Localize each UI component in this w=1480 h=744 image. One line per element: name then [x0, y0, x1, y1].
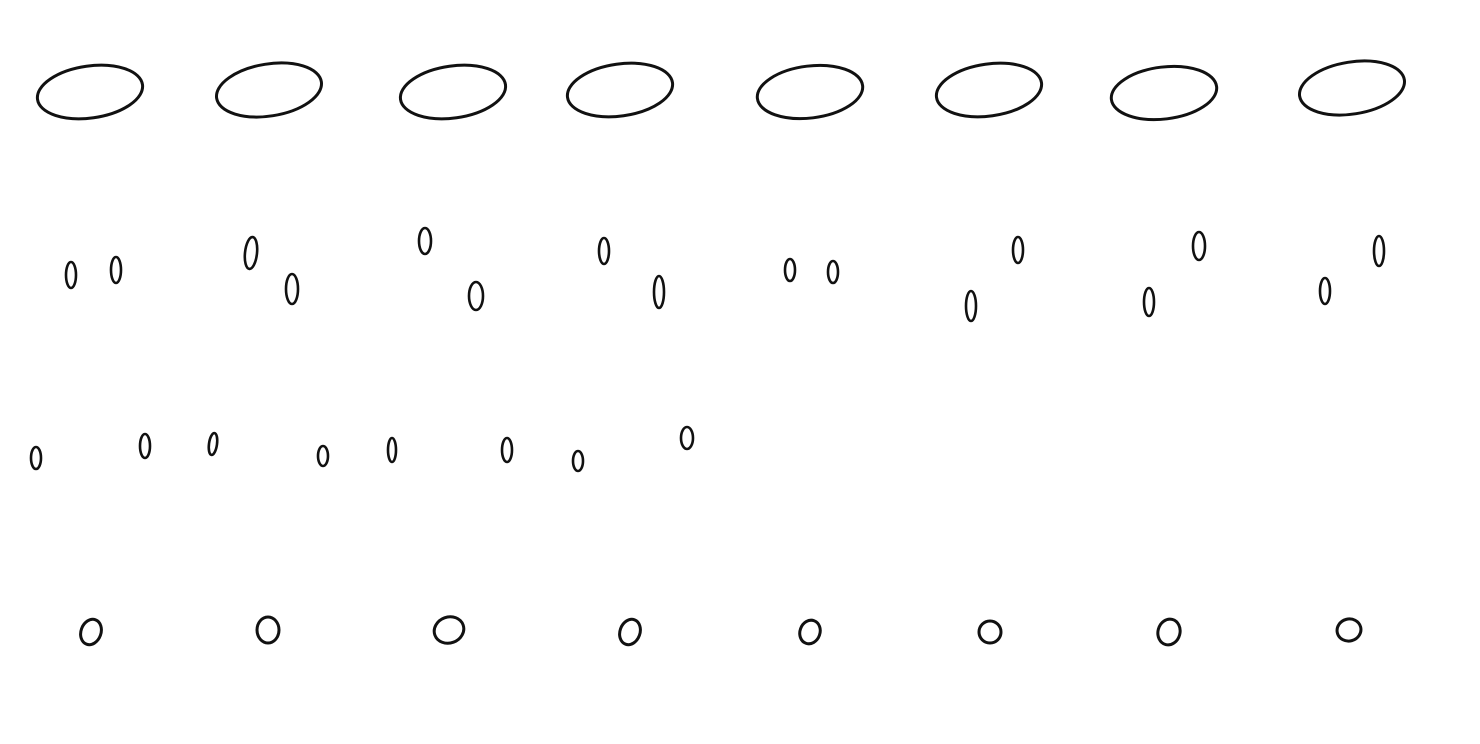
small-oval — [826, 259, 840, 285]
small-oval — [1372, 234, 1386, 268]
small-oval — [1318, 276, 1332, 306]
small-oval — [1142, 286, 1156, 318]
small-oval — [386, 436, 398, 464]
small-oval — [316, 444, 330, 468]
large-ellipses-row — [35, 59, 1407, 122]
small-oval — [284, 272, 300, 306]
small-oval — [64, 260, 78, 290]
small-oval — [597, 236, 611, 266]
small-circle — [618, 617, 642, 647]
small-circle — [1335, 617, 1363, 643]
large-ellipse-8 — [1297, 59, 1407, 117]
small-oval — [243, 235, 259, 271]
small-circle — [798, 618, 822, 646]
large-ellipse-6 — [934, 61, 1044, 119]
small-circle — [432, 615, 466, 645]
small-oval — [207, 431, 219, 457]
small-circle — [255, 615, 281, 645]
large-ellipse-4 — [565, 61, 675, 119]
small-oval — [1191, 230, 1207, 262]
small-circle — [977, 619, 1003, 645]
small-oval — [571, 449, 585, 473]
large-ellipse-1 — [35, 63, 145, 121]
small-oval — [29, 445, 43, 471]
large-ellipse-3 — [398, 63, 508, 121]
small-circle — [79, 617, 103, 647]
small-oval — [652, 274, 666, 310]
large-ellipse-2 — [214, 61, 324, 119]
small-oval — [467, 280, 485, 312]
scattered-ovals-row — [29, 425, 695, 473]
small-oval — [138, 432, 152, 460]
small-oval — [964, 289, 978, 323]
small-oval — [1011, 235, 1025, 265]
large-ellipse-5 — [755, 63, 865, 121]
small-pairs-row — [64, 226, 1386, 323]
small-oval — [417, 226, 433, 256]
small-oval — [500, 436, 514, 464]
small-oval — [679, 425, 695, 451]
small-circles-row — [79, 615, 1363, 647]
small-oval — [109, 255, 123, 285]
large-ellipse-7 — [1109, 64, 1219, 122]
small-oval — [783, 257, 797, 283]
small-circle — [1156, 617, 1182, 647]
